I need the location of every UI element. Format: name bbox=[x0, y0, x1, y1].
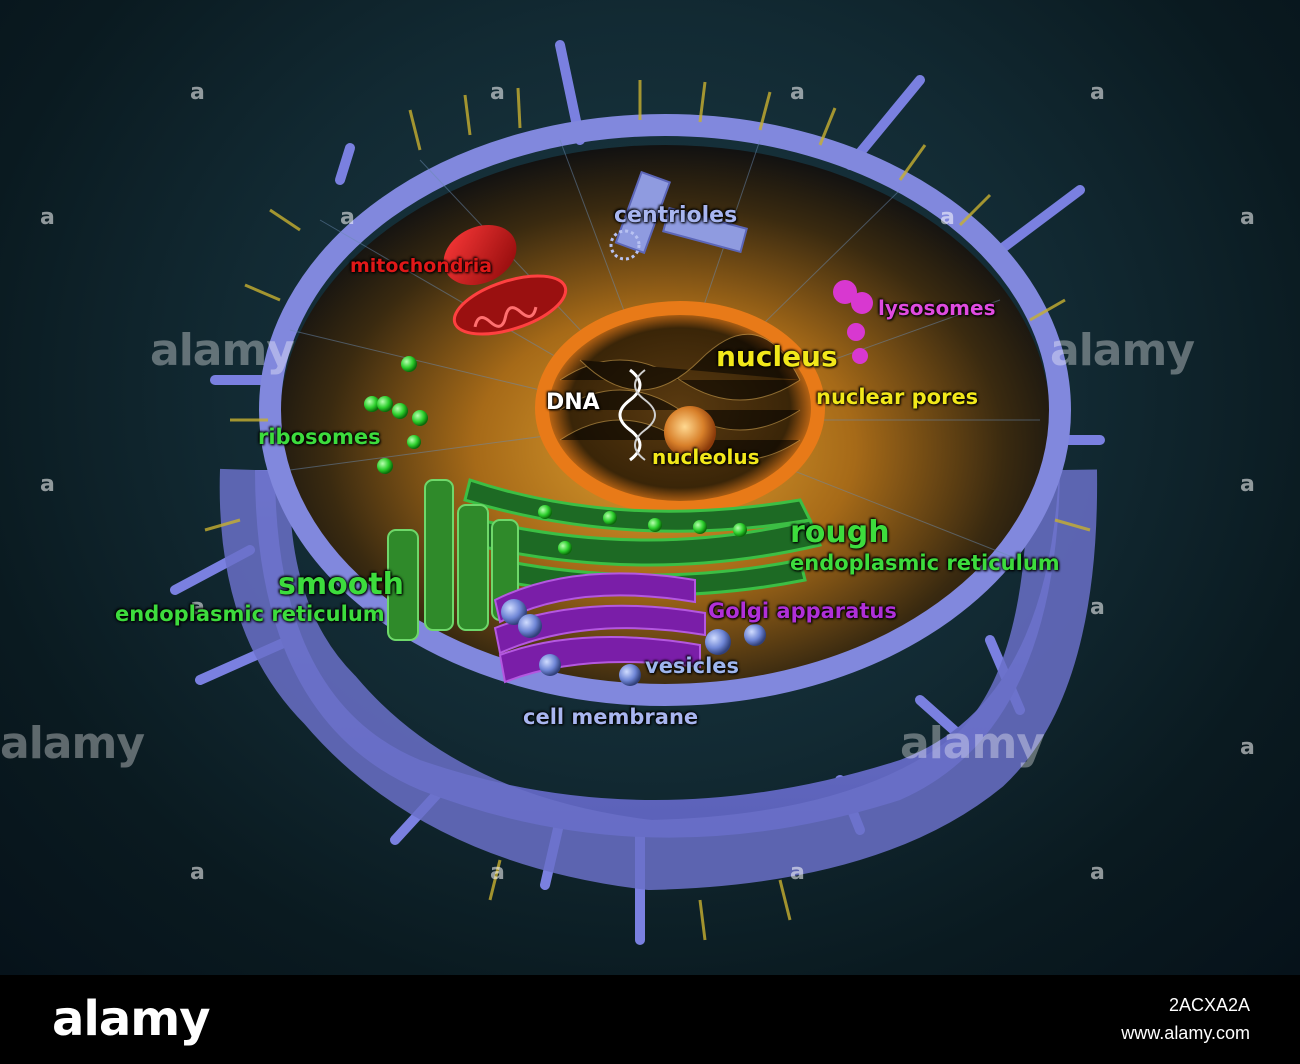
watermark-glyph: a bbox=[1240, 205, 1255, 230]
lysosomes-shape bbox=[833, 280, 873, 364]
mitochondrion-2 bbox=[452, 274, 568, 336]
label-smooth: smooth bbox=[278, 567, 405, 602]
footer-bar: alamy 2ACXA2A www.alamy.com bbox=[0, 975, 1300, 1064]
label-vesicles: vesicles bbox=[645, 654, 740, 678]
watermark-glyph: a bbox=[490, 860, 505, 885]
membrane-fibers bbox=[204, 80, 1091, 941]
watermark-word: alamy bbox=[150, 325, 295, 376]
alamy-logo: alamy bbox=[52, 991, 211, 1047]
nucleus-shape bbox=[535, 301, 825, 515]
label-nucleus: nucleus bbox=[716, 340, 838, 373]
watermark-glyph: a bbox=[1090, 80, 1105, 105]
label-dna: DNA bbox=[546, 390, 600, 415]
watermark-glyph: a bbox=[190, 595, 205, 620]
watermark-glyph: a bbox=[490, 80, 505, 105]
watermark-glyph: a bbox=[190, 860, 205, 885]
watermark-glyph: a bbox=[40, 472, 55, 497]
watermark-glyph: a bbox=[1090, 860, 1105, 885]
label-ribosomes: ribosomes bbox=[258, 425, 381, 449]
watermark-word: alamy bbox=[0, 718, 145, 769]
label-smooth-er: endoplasmic reticulum bbox=[115, 602, 385, 626]
dna-helix bbox=[618, 368, 642, 462]
label-nucleolus: nucleolus bbox=[652, 445, 760, 469]
label-nuclear-pores: nuclear pores bbox=[816, 385, 979, 409]
nucleolus-shape bbox=[664, 406, 716, 458]
watermark-glyph: a bbox=[1240, 735, 1255, 760]
cell-membrane-ring bbox=[259, 114, 1071, 706]
watermark-glyph: a bbox=[1240, 472, 1255, 497]
label-lysosomes: lysosomes bbox=[878, 296, 996, 320]
watermark-glyph: a bbox=[940, 205, 955, 230]
golgi-shape bbox=[493, 572, 706, 684]
label-cell-membrane: cell membrane bbox=[523, 705, 699, 729]
diagram-canvas: a a a a a a a a a a a a a a a a a alamy … bbox=[0, 0, 1300, 975]
vesicles-shape bbox=[501, 599, 766, 686]
free-ribosomes bbox=[364, 356, 428, 474]
centrioles-shape bbox=[609, 170, 748, 261]
label-rough-er: endoplasmic reticulum bbox=[790, 551, 1060, 575]
label-golgi: Golgi apparatus bbox=[708, 599, 897, 623]
image-id: 2ACXA2A bbox=[1168, 995, 1250, 1015]
site-url: www.alamy.com bbox=[1121, 1023, 1250, 1043]
mitochondrion-1 bbox=[443, 224, 517, 286]
label-rough: rough bbox=[790, 515, 890, 550]
watermark-glyph: a bbox=[790, 860, 805, 885]
label-mitochondria: mitochondria bbox=[350, 255, 493, 277]
watermark-glyph: a bbox=[40, 205, 55, 230]
watermark-glyph: a bbox=[190, 80, 205, 105]
cell-illustration bbox=[170, 40, 1105, 945]
watermark-glyph: a bbox=[790, 80, 805, 105]
watermark-word: alamy bbox=[900, 718, 1045, 769]
label-centrioles: centrioles bbox=[614, 203, 738, 228]
watermark-glyph: a bbox=[340, 205, 355, 230]
watermark-glyph: a bbox=[1090, 595, 1105, 620]
watermark-word: alamy bbox=[1050, 325, 1195, 376]
